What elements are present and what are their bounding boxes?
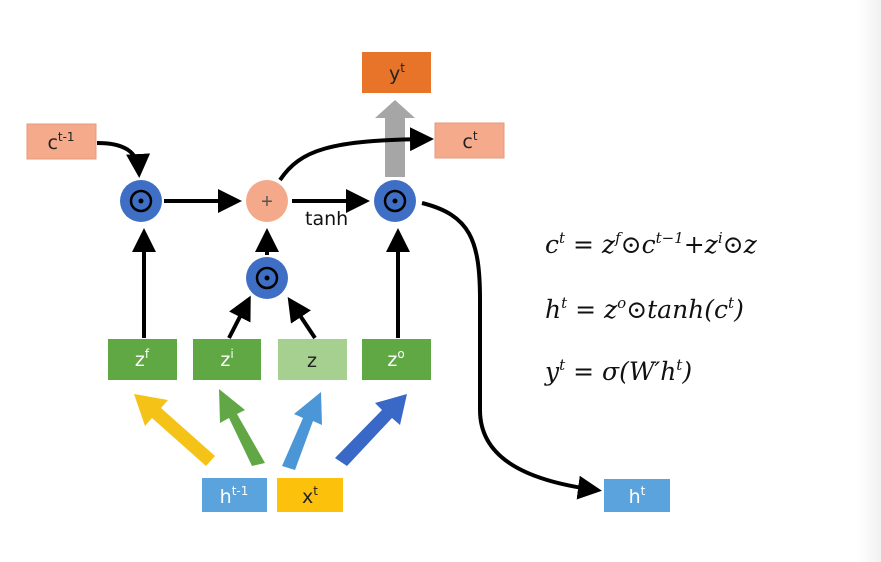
node-z-f: zf: [108, 339, 177, 380]
svg-text:zo: zo: [387, 347, 404, 371]
svg-text:z: z: [307, 350, 317, 372]
node-z-o: zo: [362, 339, 431, 380]
forget-multiply-node: [120, 180, 162, 222]
svg-text:ct: ct: [462, 129, 477, 153]
arrow-add-to-ct: [278, 127, 434, 182]
add-node: +: [246, 180, 288, 222]
input-multiply-node: [246, 257, 288, 299]
node-c-prev: ct-1: [26, 123, 97, 160]
output-gate-arrow: [335, 394, 407, 466]
input-gate-arrow: [219, 389, 265, 466]
equation-cell-state: ct = zf⊙ct−1+zi⊙z: [545, 229, 758, 259]
svg-text:ht-1: ht-1: [220, 484, 249, 508]
svg-text:ct-1: ct-1: [47, 130, 74, 154]
forget-gate-arrow: [134, 394, 215, 466]
cell-input-arrow: [282, 392, 322, 470]
svg-text:zi: zi: [220, 347, 233, 371]
node-h-prev: ht-1: [202, 478, 267, 512]
gate-input-arrows: [134, 389, 407, 470]
node-z: z: [278, 339, 347, 380]
svg-text:zf: zf: [135, 347, 150, 371]
node-x-t: xt: [277, 478, 343, 512]
add-symbol: +: [261, 191, 273, 213]
svg-text:xt: xt: [302, 484, 318, 508]
arrow-output-to-ht: [421, 201, 602, 500]
slide-edge-shadow: [857, 0, 881, 562]
svg-text:yt: yt: [389, 61, 405, 85]
node-h-t: ht: [604, 479, 670, 512]
tanh-label: tanh: [305, 208, 348, 230]
arrow-cprev-to-forget-mult: [96, 141, 151, 178]
equation-hidden-state: ht = zo⊙tanh(ct): [545, 294, 744, 324]
arrow-z-to-input-mult: [287, 297, 317, 340]
node-z-i: zi: [193, 339, 261, 380]
arrow-zi-to-input-mult: [227, 295, 251, 339]
connectors: [96, 127, 602, 500]
node-y-t: yt: [362, 52, 431, 93]
output-multiply-node: [374, 180, 416, 222]
svg-text:ht: ht: [629, 484, 646, 508]
equation-output: yt = σ(W′ht): [544, 356, 692, 386]
node-c-t: ct: [434, 122, 505, 159]
